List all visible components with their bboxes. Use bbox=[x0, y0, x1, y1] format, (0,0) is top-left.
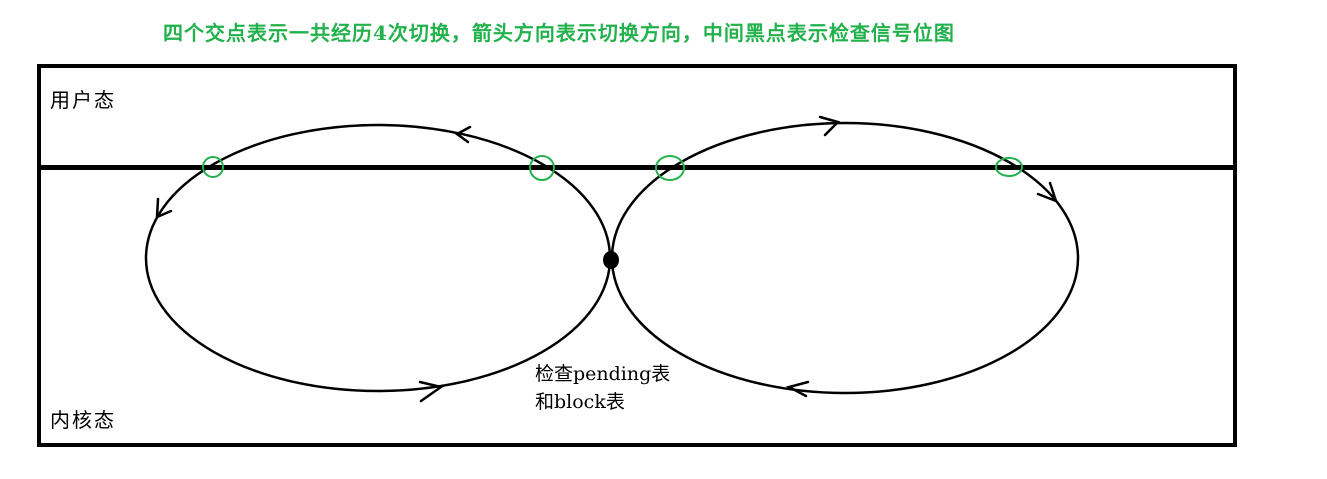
arrow-right-icon bbox=[418, 380, 444, 403]
state-frame bbox=[37, 64, 1237, 447]
intersection-marker-icon bbox=[202, 156, 224, 178]
kernel-mode-label: 内核态 bbox=[50, 408, 116, 432]
arrow-down-icon bbox=[1036, 181, 1059, 204]
intersection-marker-icon bbox=[655, 155, 685, 181]
note-line-1: 检查pending表 bbox=[535, 363, 671, 385]
arrow-down-icon bbox=[155, 197, 173, 219]
arrow-left-icon bbox=[454, 125, 472, 144]
diagram-title: 四个交点表示一共经历4次切换，箭头方向表示切换方向，中间黑点表示检查信号位图 bbox=[163, 21, 955, 45]
right-loop bbox=[610, 121, 1080, 395]
signal-check-dot-icon bbox=[603, 251, 619, 269]
pending-block-check-note: 检查pending表 和block表 bbox=[535, 360, 670, 416]
intersection-marker-icon bbox=[995, 157, 1023, 177]
intersection-marker-icon bbox=[529, 155, 555, 181]
arrow-right-icon bbox=[818, 115, 841, 137]
user-mode-label: 用户态 bbox=[50, 88, 116, 112]
note-line-2: 和block表 bbox=[535, 391, 625, 413]
left-loop bbox=[144, 123, 612, 393]
arrow-left-icon bbox=[785, 380, 810, 398]
user-kernel-boundary-line bbox=[37, 165, 1237, 170]
